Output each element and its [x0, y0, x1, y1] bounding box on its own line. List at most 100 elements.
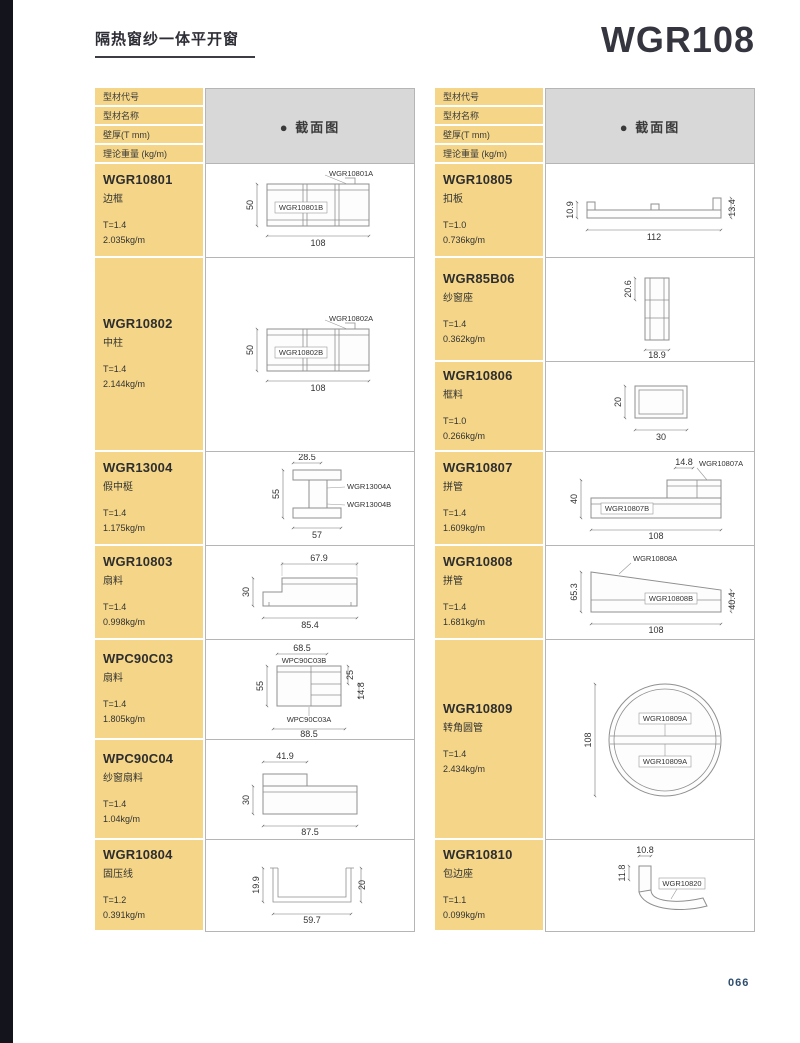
section-drawing-cell: 14.8 WGR10807A 40 WGR10807B 108: [545, 452, 755, 546]
profile-table-left: 型材代号 型材名称 壁厚(T mm) 理论重量 (kg/m) ● 截面图 WGR…: [95, 88, 415, 932]
part-label-b: WGR10808B: [649, 594, 693, 603]
profile-weight: 1.175kg/m: [103, 523, 146, 533]
profile-thickness: T=1.0: [443, 219, 467, 230]
dim-left: 11.8: [617, 864, 627, 881]
profile-thickness: T=1.1: [443, 894, 467, 905]
header-wall-thickness: 壁厚(T mm): [435, 126, 545, 145]
part-label-a: WPC90C03B: [282, 656, 327, 665]
profile-thickness: T=1.4: [103, 698, 127, 709]
header-label-column: 型材代号 型材名称 壁厚(T mm) 理论重量 (kg/m): [435, 88, 545, 164]
part-label-b: WGR10801B: [279, 203, 323, 212]
profile-code: WGR10801: [103, 171, 173, 187]
dim-right2: 14.8: [356, 682, 366, 700]
dim-top: 14.8: [675, 457, 693, 467]
profile-name: 拼管: [443, 481, 463, 493]
dim-bottom: 108: [648, 531, 663, 541]
profile-weight: 0.998kg/m: [103, 617, 146, 627]
table-row: WGR10807 拼管 T=1.4 1.609kg/m 14.8 WGR10807…: [435, 452, 755, 546]
profile-thickness: T=1.4: [443, 318, 467, 329]
profile-code: WGR10810: [443, 846, 513, 862]
profile-code: WGR10802: [103, 315, 173, 331]
section-drawing-cell: 41.9 30 87.5: [205, 740, 415, 840]
page-header: 隔热窗纱一体平开窗 WGR108: [95, 22, 755, 58]
section-drawing-cell: 20 30: [545, 362, 755, 452]
part-label-a: WGR10807A: [699, 459, 743, 468]
section-drawing: 50 108 WGR10801A WGR10801B: [245, 169, 373, 248]
profile-outline: [292, 469, 342, 480]
dim-left: 30: [241, 794, 251, 804]
profile-name: 中柱: [103, 337, 123, 349]
profile-outline: [586, 209, 722, 218]
section-drawing: 20.6 18.9: [623, 276, 671, 360]
profile-table-right: 型材代号 型材名称 壁厚(T mm) 理论重量 (kg/m) ● 截面图 WGR…: [435, 88, 755, 932]
dim-bottom: 112: [647, 232, 661, 242]
dim-bottom: 59.7: [303, 915, 321, 925]
section-drawing: 50 108 WGR10802A WGR10802B: [245, 314, 373, 393]
profile-code: WGR10806: [443, 367, 513, 383]
dim-top: 41.9: [276, 751, 294, 761]
profile-weight: 0.099kg/m: [443, 910, 486, 920]
section-drawing-cell: 20.6 18.9: [545, 258, 755, 362]
dim-bottom: 108: [310, 383, 325, 393]
profile-outline: [638, 865, 652, 892]
dim-left: 55: [255, 680, 265, 690]
profile-thickness: T=1.4: [443, 507, 467, 518]
profile-thickness: T=1.0: [443, 415, 467, 426]
section-drawing-cell: 19.9 20 59.7: [205, 840, 415, 932]
table-row: WGR10806 框料 T=1.0 0.266kg/m 20 30: [435, 362, 755, 452]
profile-name: 扇料: [103, 575, 123, 587]
header-section-view: ● 截面图: [545, 88, 755, 164]
header-label-column: 型材代号 型材名称 壁厚(T mm) 理论重量 (kg/m): [95, 88, 205, 164]
profile-name: 纱窗座: [443, 292, 473, 304]
profile-name: 假中梃: [103, 481, 133, 493]
profile-name: 扣板: [443, 193, 463, 205]
dim-bottom: 108: [310, 238, 325, 248]
section-drawing: 20 30: [613, 384, 689, 442]
dim-right: 40.4: [727, 592, 737, 610]
part-label-a: WGR10820: [662, 879, 701, 888]
profile-code: WGR10805: [443, 171, 513, 187]
profile-weight: 1.609kg/m: [443, 523, 486, 533]
profile-weight: 0.266kg/m: [443, 431, 486, 441]
profile-thickness: T=1.4: [103, 601, 127, 612]
profile-code: WGR10809: [443, 700, 513, 716]
part-label-b: WGR10807B: [605, 504, 649, 513]
part-label-a: WGR13004A: [347, 482, 391, 491]
profile-code: WPC90C03: [103, 650, 174, 666]
page-number: 066: [728, 977, 750, 989]
section-drawing: WGR10809A WGR10809A 108: [583, 682, 722, 797]
dim-top: 10.8: [636, 845, 654, 855]
section-drawing-cell: 68.5 WPC90C03B 55 25 14.8 WPC90C03A 88.5: [205, 640, 415, 740]
section-drawing-cell: 50 108 WGR10801A WGR10801B: [205, 164, 415, 258]
section-drawing: 41.9 30 87.5: [241, 751, 359, 837]
dim-left: 19.9: [251, 876, 261, 894]
page-title: 隔热窗纱一体平开窗: [95, 28, 256, 58]
dim-left: 50: [245, 199, 255, 209]
dim-left: 30: [241, 586, 251, 596]
catalog-tables: 型材代号 型材名称 壁厚(T mm) 理论重量 (kg/m) ● 截面图 WGR…: [95, 88, 755, 932]
part-label-a: WGR10802A: [329, 314, 373, 323]
profile-outline: [608, 683, 722, 796]
header-profile-code: 型材代号: [435, 88, 545, 107]
profile-name: 拼管: [443, 575, 463, 587]
profile-code: WGR10807: [443, 459, 513, 475]
section-drawing: 10.8 11.8 WGR10820: [617, 845, 708, 910]
profile-name: 纱窗扇料: [103, 772, 143, 784]
profile-outline: [276, 665, 342, 706]
profile-name: 框料: [443, 389, 463, 401]
table-header: 型材代号 型材名称 壁厚(T mm) 理论重量 (kg/m) ● 截面图: [435, 88, 755, 164]
part-label-b: WGR10802B: [279, 348, 323, 357]
